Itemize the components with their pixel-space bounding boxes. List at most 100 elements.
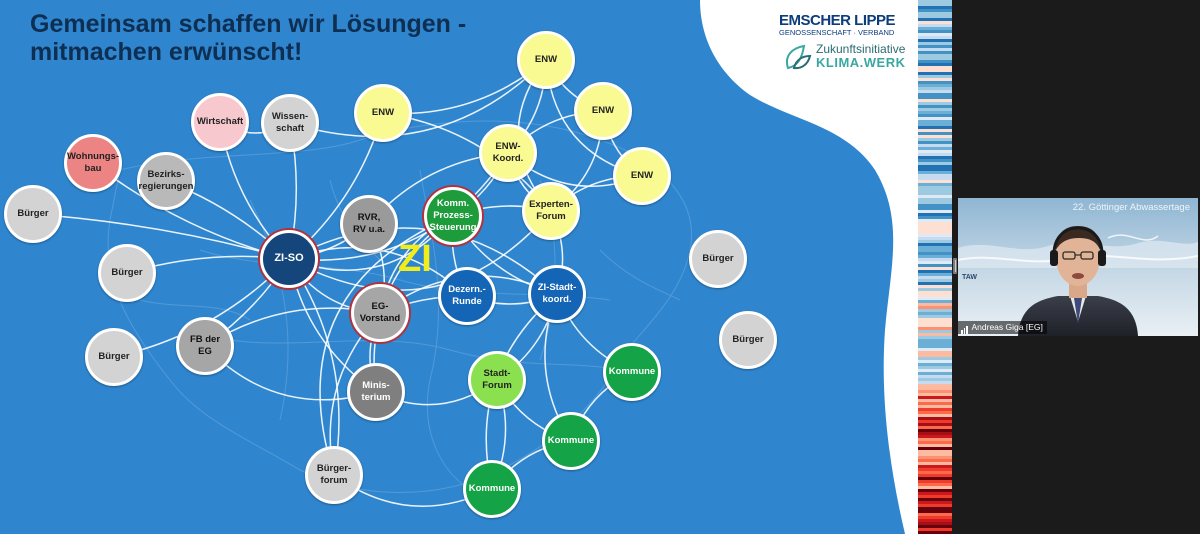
- climate-stripe: [918, 174, 952, 178]
- panel-resize-handle[interactable]: [953, 258, 957, 274]
- climate-stripe: [918, 426, 952, 430]
- climate-stripe: [918, 129, 952, 133]
- climate-stripe: [918, 357, 952, 361]
- video-tile[interactable]: TAW 22. Göttinger Abwassertage Andreas G…: [958, 198, 1198, 336]
- climate-stripe: [918, 114, 952, 118]
- climate-stripe: [918, 162, 952, 166]
- participant-name-label: Andreas Giga [EG]: [958, 321, 1047, 334]
- video-side-mark: TAW: [962, 274, 978, 281]
- climate-stripe: [918, 441, 952, 445]
- climate-stripe: [918, 159, 952, 163]
- climate-stripe: [918, 186, 952, 190]
- climate-stripe: [918, 234, 952, 238]
- connection-line: [288, 258, 340, 476]
- climate-stripe: [918, 201, 952, 205]
- climate-stripe: [918, 351, 952, 355]
- climate-stripe: [918, 18, 952, 22]
- climate-stripe: [918, 78, 952, 82]
- climate-stripe: [918, 165, 952, 169]
- connection-line: [32, 213, 290, 260]
- climate-stripe: [918, 138, 952, 142]
- climate-stripe: [918, 45, 952, 49]
- climate-stripe: [918, 342, 952, 346]
- node-expertenforum: Experten- Forum: [522, 182, 580, 240]
- climate-stripe: [918, 261, 952, 265]
- climate-stripe: [918, 306, 952, 310]
- climate-stripe: [918, 432, 952, 436]
- climate-stripe: [918, 207, 952, 211]
- node-kommune1: Kommune: [603, 343, 661, 401]
- climate-stripe: [918, 12, 952, 16]
- connection-line: [288, 152, 509, 261]
- climate-stripe: [918, 0, 952, 4]
- climate-stripe: [918, 156, 952, 160]
- climate-stripe: [918, 144, 952, 148]
- climate-stripe: [918, 189, 952, 193]
- climate-stripe: [918, 393, 952, 397]
- climate-stripe: [918, 270, 952, 274]
- climate-stripe: [918, 105, 952, 109]
- climate-stripe: [918, 414, 952, 418]
- climate-stripe: [918, 42, 952, 46]
- climate-stripe: [918, 279, 952, 283]
- climate-stripe: [918, 9, 952, 13]
- node-komm: Komm. Prozess- Steuerung: [424, 187, 482, 245]
- emscher-lippe-logo: EMSCHER LIPPE GENOSSENSCHAFT · VERBAND: [779, 12, 913, 37]
- connection-line: [319, 215, 454, 476]
- climate-stripe: [918, 462, 952, 466]
- climate-stripe: [918, 168, 952, 172]
- emscher-logo-line2: GENOSSENSCHAFT · VERBAND: [779, 28, 895, 37]
- climate-stripe: [918, 411, 952, 415]
- climate-stripe: [918, 216, 952, 220]
- climate-stripe: [918, 531, 952, 534]
- climate-stripe: [918, 489, 952, 493]
- climate-stripe: [918, 294, 952, 298]
- climate-stripe: [918, 444, 952, 448]
- climate-stripe: [918, 87, 952, 91]
- climate-stripe: [918, 237, 952, 241]
- white-corner-shape: [700, 0, 918, 534]
- climate-stripe: [918, 135, 952, 139]
- node-rvr: RVR, RV u.a.: [340, 195, 398, 253]
- climate-stripe: [918, 501, 952, 505]
- climate-stripe: [918, 522, 952, 526]
- climate-stripe: [918, 459, 952, 463]
- emscher-logo-line1: EMSCHER LIPPE: [779, 12, 896, 29]
- presentation-slide: Gemeinsam schaffen wir Lösungen - mitmac…: [0, 0, 918, 534]
- climate-stripe: [918, 84, 952, 88]
- climate-stripe: [918, 48, 952, 52]
- node-ziso: ZI-SO: [260, 230, 318, 288]
- climate-stripe: [918, 177, 952, 181]
- connection-line: [289, 59, 547, 138]
- climate-stripe: [918, 291, 952, 295]
- climate-stripe: [918, 417, 952, 421]
- climate-stripe: [918, 318, 952, 322]
- node-zistadt: ZI-Stadt- koord.: [528, 265, 586, 323]
- climate-stripe: [918, 99, 952, 103]
- climate-stripe: [918, 102, 952, 106]
- node-stadtforum: Stadt- Forum: [468, 351, 526, 409]
- climate-stripe: [918, 309, 952, 313]
- climate-stripe: [918, 312, 952, 316]
- climate-stripe: [918, 24, 952, 28]
- klima-logo-line2: KLIMA.WERK: [816, 55, 906, 70]
- climate-stripe: [918, 198, 952, 202]
- climate-stripe: [918, 513, 952, 517]
- climate-stripe: [918, 225, 952, 229]
- climate-stripe: [918, 258, 952, 262]
- climate-stripe: [918, 75, 952, 79]
- climate-stripe: [918, 504, 952, 508]
- climate-stripe: [918, 366, 952, 370]
- climate-stripe: [918, 54, 952, 58]
- leaf-icon: [786, 44, 812, 70]
- node-kommune3: Kommune: [463, 460, 521, 518]
- climate-stripe: [918, 348, 952, 352]
- climate-stripe: [918, 147, 952, 151]
- climate-stripe: [918, 252, 952, 256]
- climate-stripe: [918, 360, 952, 364]
- climate-stripe: [918, 123, 952, 127]
- node-buergerforum: Bürger- forum: [305, 446, 363, 504]
- climate-stripe: [918, 480, 952, 484]
- node-enw4: ENW: [613, 147, 671, 205]
- climate-stripe: [918, 528, 952, 532]
